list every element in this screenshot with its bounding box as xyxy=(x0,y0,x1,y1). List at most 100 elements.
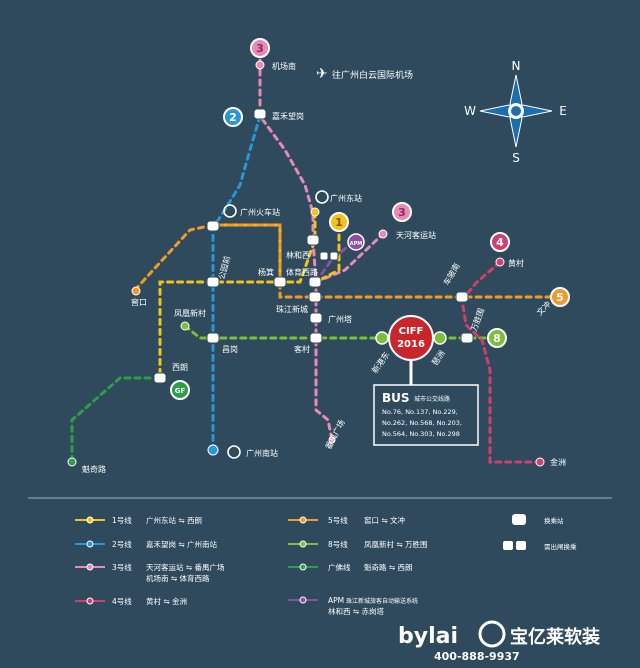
legend-line3: 3号线 天河客运站 ⇋ 番禺广场 机场南 ⇋ 体育西路 xyxy=(75,562,225,583)
legend-line8: 8号线 凤凰新村 ⇋ 万胜围 xyxy=(288,539,428,549)
svg-text:8号线: 8号线 xyxy=(328,539,348,549)
legend-line2: 2号线 嘉禾望岗 ⇋ 广州南站 xyxy=(75,539,218,549)
svg-text:窖口 ⇋ 文冲: 窖口 ⇋ 文冲 xyxy=(364,515,405,525)
train-station-icons xyxy=(223,190,329,459)
svg-text:5: 5 xyxy=(556,291,564,304)
station-dot-fenghuangxincun xyxy=(180,321,190,331)
label-xingangdong: 新港东 xyxy=(369,350,391,375)
svg-text:天河客运站 ⇋ 番禺广场: 天河客运站 ⇋ 番禺广场 xyxy=(146,562,225,572)
line-apm-path xyxy=(314,242,352,284)
line-gf-path xyxy=(70,376,162,464)
line-3-airport-path xyxy=(258,48,315,242)
badge-line2: 2 xyxy=(223,107,243,127)
brand-cn: 宝亿莱软装 xyxy=(510,626,600,648)
brand-logo: bylai 宝亿莱软装 400-888-9937 xyxy=(398,620,600,663)
svg-text:林和西 ⇋ 赤岗塔: 林和西 ⇋ 赤岗塔 xyxy=(328,606,385,616)
bus-route-3: No.564, No.303, No.298 xyxy=(382,430,460,438)
svg-text:魁奇路 ⇋ 西朗: 魁奇路 ⇋ 西朗 xyxy=(364,562,413,572)
legend-gf: 广佛线 魁奇路 ⇋ 西朗 xyxy=(288,562,413,572)
badge-gf: GF xyxy=(170,380,190,400)
line-8-path xyxy=(183,324,382,340)
label-fenghuangxincun: 凤凰新村 xyxy=(174,308,206,318)
label-guangzhounan: 广州南站 xyxy=(246,448,278,458)
station-dot-guangzhounan xyxy=(207,444,219,456)
label-jichangnan: 机场南 xyxy=(272,61,296,71)
legend-line4: 4号线 黄村 ⇋ 金洲 xyxy=(75,596,187,606)
label-jiahewanggang: 嘉禾望岗 xyxy=(272,111,304,121)
compass-w: W xyxy=(464,104,476,118)
badge-line1: 1 xyxy=(329,212,349,232)
label-tiyuxilu: 体育西路 xyxy=(286,267,318,277)
bus-subtitle: 城市公交线路 xyxy=(414,395,450,403)
transfer-icon xyxy=(512,514,526,525)
brand-mark-icon xyxy=(478,620,506,648)
svg-text:1号线: 1号线 xyxy=(112,515,132,525)
svg-text:珠江新城旅客自动输送系统: 珠江新城旅客自动输送系统 xyxy=(346,597,418,605)
badge-line3-thk: 3 xyxy=(392,202,412,222)
label-tianhekeyun: 天河客运站 xyxy=(396,230,436,240)
label-linhexi: 林和西 xyxy=(286,250,310,260)
svg-text:换乘站: 换乘站 xyxy=(544,516,564,525)
svg-text:3: 3 xyxy=(256,42,264,55)
legend-outside-transfer: 需出闸换乘 xyxy=(503,541,577,551)
label-panyuguangchang: 番禺广场 xyxy=(323,418,347,451)
legend-apm: APM 珠江新城旅客自动输送系统 林和西 ⇋ 赤岗塔 xyxy=(288,596,418,616)
svg-text:APM: APM xyxy=(350,241,363,247)
brand-name: bylai xyxy=(398,624,458,649)
compass-n: N xyxy=(512,59,521,73)
outside-transfer-icons xyxy=(319,251,339,261)
station-dot-jinzhou xyxy=(535,457,545,467)
legend-line1: 1号线 广州东站 ⇋ 西朗 xyxy=(75,515,202,525)
svg-text:APM: APM xyxy=(328,596,344,605)
line-2-path xyxy=(211,114,262,452)
compass-s: S xyxy=(512,151,520,165)
svg-text:4: 4 xyxy=(496,236,504,249)
svg-text:CIFF: CIFF xyxy=(399,326,424,337)
label-huangcun: 黄村 xyxy=(508,258,524,268)
svg-text:5号线: 5号线 xyxy=(328,515,348,525)
compass: N S W E xyxy=(464,59,567,165)
svg-text:黄村 ⇋ 金洲: 黄村 ⇋ 金洲 xyxy=(146,596,187,606)
label-wanshengwei: 万胜围 xyxy=(468,307,486,333)
legend-transfer: 换乘站 xyxy=(512,514,564,525)
label-airport-note: 往广州白云国际机场 xyxy=(332,69,413,81)
label-guangzhouhuoche: 广州火车站 xyxy=(240,207,280,217)
bus-title: BUS xyxy=(382,391,410,405)
station-dot-panyuguangchang xyxy=(328,436,336,444)
label-gongyuanqian: 公园前 xyxy=(216,255,232,281)
svg-text:GF: GF xyxy=(175,387,186,395)
badge-line8: 8 xyxy=(487,328,507,348)
station-dot-kengkou xyxy=(131,286,141,296)
line-3-path xyxy=(311,238,334,442)
label-yangji: 杨箕 xyxy=(258,267,274,277)
label-xilang: 西朗 xyxy=(172,362,188,372)
outside-transfer-icon xyxy=(503,541,513,550)
label-kecun: 客村 xyxy=(294,344,310,354)
svg-text:2016: 2016 xyxy=(397,339,425,350)
label-kuiqilu: 魁奇路 xyxy=(82,464,106,474)
badge-apm: APM xyxy=(347,233,365,251)
label-wenchong: 文冲 xyxy=(534,299,552,317)
svg-text:1: 1 xyxy=(335,216,343,229)
svg-text:2: 2 xyxy=(229,111,237,124)
label-guangzhoudong: 广州东站 xyxy=(330,193,362,203)
label-chebeinan: 车陂南 xyxy=(441,261,462,287)
svg-text:3号线: 3号线 xyxy=(112,562,132,572)
badge-line5: 5 xyxy=(550,287,570,307)
station-dot-pazhou xyxy=(433,331,447,345)
line-5-path xyxy=(133,223,562,299)
brand-phone: 400-888-9937 xyxy=(434,650,520,663)
bus-route-2: No.262, No.568, No.203, xyxy=(382,419,462,427)
station-dot-xingangdong xyxy=(375,331,389,345)
transfer-icons xyxy=(153,108,474,384)
ciff-marker: CIFF 2016 xyxy=(388,315,434,361)
label-guangzhouta: 广州塔 xyxy=(328,314,352,324)
svg-text:机场南 ⇋ 体育西路: 机场南 ⇋ 体育西路 xyxy=(146,573,210,583)
label-jinzhou: 金洲 xyxy=(550,457,566,467)
badge-line4: 4 xyxy=(490,232,510,252)
station-dot-huangcun xyxy=(495,257,505,267)
label-kengkou: 窖口 xyxy=(131,297,147,307)
compass-e: E xyxy=(559,104,567,118)
